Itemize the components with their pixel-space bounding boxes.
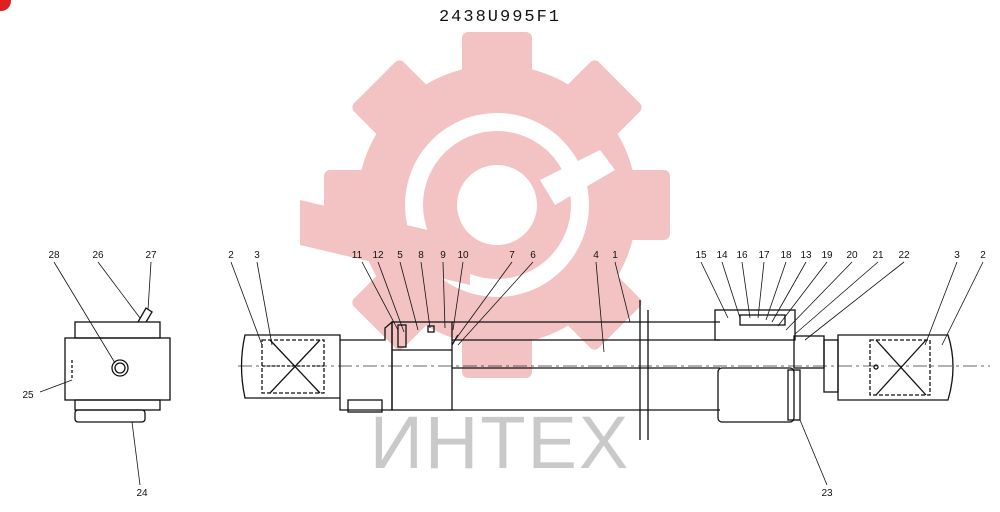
cylinder-barrel (452, 300, 796, 440)
rod-eye-left (240, 334, 341, 399)
callout-19: 19 (821, 250, 833, 261)
callout-21: 21 (872, 250, 884, 261)
side-view-block (64, 307, 171, 423)
callout-14: 14 (716, 250, 728, 261)
watermark-text: ИНТЕХ (369, 401, 631, 484)
callout-28: 28 (48, 250, 60, 261)
callout-8: 8 (418, 250, 424, 261)
callout-27: 27 (145, 250, 157, 261)
callout-20: 20 (846, 250, 858, 261)
callout-12: 12 (372, 250, 384, 261)
watermark-gear-logo (300, 32, 670, 378)
callout-5: 5 (397, 250, 403, 261)
callout-7: 7 (509, 250, 515, 261)
corner-badge-icon (0, 0, 11, 11)
cylinder-cap-right (717, 335, 839, 423)
callout-2-left: 2 (228, 250, 234, 261)
callout-4: 4 (593, 250, 599, 261)
callout-1: 1 (612, 250, 618, 261)
callout-16: 16 (736, 250, 748, 261)
callout-17: 17 (758, 250, 770, 261)
cylinder-head (339, 320, 459, 413)
callout-15: 15 (695, 250, 707, 261)
callout-25: 25 (22, 390, 34, 401)
callout-3-right: 3 (954, 250, 960, 261)
callout-13: 13 (800, 250, 812, 261)
callout-3-left: 3 (254, 250, 260, 261)
leader-lines (39, 261, 984, 486)
callout-2-right: 2 (980, 250, 986, 261)
callout-23: 23 (821, 488, 833, 499)
callout-10: 10 (457, 250, 469, 261)
rod-eye-right (837, 334, 954, 401)
callout-6: 6 (530, 250, 536, 261)
callout-22: 22 (898, 250, 910, 261)
callout-11: 11 (352, 250, 363, 261)
part-number-title: 2438U995F1 (438, 8, 562, 27)
callout-26: 26 (92, 250, 104, 261)
callout-24: 24 (136, 488, 148, 499)
callout-18: 18 (780, 250, 792, 261)
callout-9: 9 (440, 250, 446, 261)
